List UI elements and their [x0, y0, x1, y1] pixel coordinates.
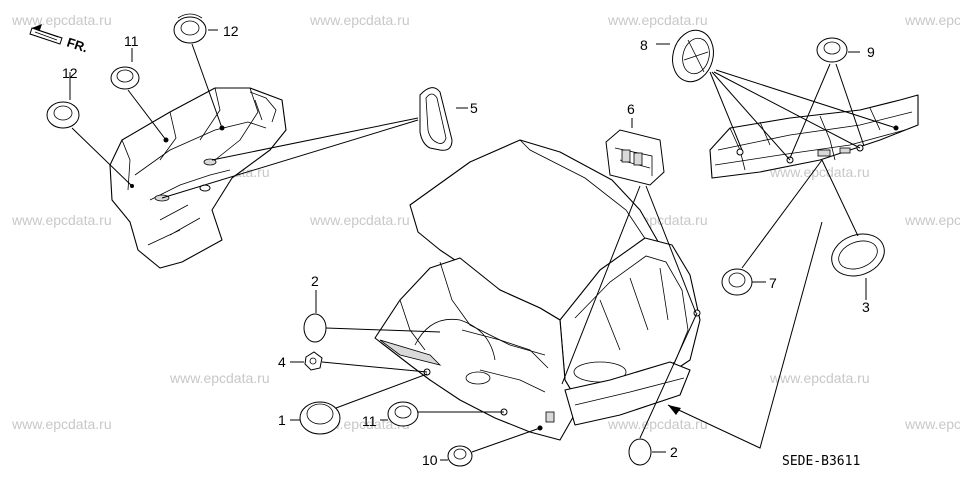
- direction-label: FR.: [65, 35, 90, 56]
- callout-2: 2: [311, 273, 319, 289]
- watermark: www.epcdata.ru: [11, 416, 112, 432]
- part-2-plug-upper: [303, 313, 327, 343]
- callout-7: 7: [769, 275, 777, 291]
- callout-5: 5: [470, 100, 478, 116]
- callout-3: 3: [862, 299, 870, 315]
- watermark: www.epcdata.ru: [904, 416, 960, 432]
- watermarks: www.epcdata.ru www.epcdata.ru www.epcdat…: [11, 12, 960, 432]
- part-12-grommet-top: [173, 13, 207, 44]
- callout-8: 8: [640, 37, 648, 53]
- watermark: www.epcdata.ru: [607, 416, 708, 432]
- callout-10: 10: [422, 452, 438, 468]
- watermark: www.epcdata.ru: [607, 12, 708, 28]
- vehicle-body-view: [374, 139, 701, 441]
- callout-11: 11: [124, 33, 139, 49]
- watermark: www.epcdata.ru: [904, 212, 960, 228]
- callout-12: 12: [62, 65, 78, 81]
- part-12-grommet-left: [46, 101, 80, 129]
- part-2-plug-lower: [628, 438, 652, 466]
- callout-9: 9: [867, 44, 875, 60]
- callout-labels: 12 11 12 5 6 8 9 7 3 2 4 1 11 10 2: [62, 23, 875, 468]
- part-7-grommet: [721, 268, 753, 296]
- watermark: www.epcdata.ru: [769, 370, 870, 386]
- part-5-oval-grommet: [419, 87, 453, 151]
- watermark: www.epcdata.ru: [769, 164, 870, 180]
- part-10-grommet: [447, 445, 473, 467]
- callout-12: 12: [223, 23, 239, 39]
- watermark: www.epcdata.ru: [309, 12, 410, 28]
- side-panel-view: [709, 94, 919, 179]
- callout-11: 11: [362, 413, 377, 429]
- part-11-grommet-lower: [387, 401, 419, 427]
- callout-6: 6: [627, 101, 635, 117]
- callout-1: 1: [278, 412, 286, 428]
- diagram-code: SEDE-B3611: [782, 454, 860, 469]
- callout-2: 2: [670, 444, 678, 460]
- part-6-plug: [605, 129, 665, 186]
- part-4-nut: [304, 351, 323, 371]
- callout-4: 4: [278, 354, 286, 370]
- front-direction-arrow-icon: FR.: [29, 24, 90, 56]
- floor-panel-view: [109, 87, 287, 269]
- part-8-grommet: [672, 29, 714, 83]
- part-3-oval-grommet: [831, 233, 885, 277]
- watermark: www.epcdata.ru: [11, 12, 112, 28]
- watermark: www.epcdata.ru: [309, 212, 410, 228]
- part-11-grommet: [110, 66, 140, 90]
- watermark: www.epcdata.ru: [904, 12, 960, 28]
- part-1-plug: [299, 401, 341, 435]
- part-9-grommet: [816, 37, 848, 63]
- watermark: www.epcdata.ru: [11, 212, 112, 228]
- leader-lines: [69, 29, 897, 461]
- watermark: www.epcdata.ru: [169, 370, 270, 386]
